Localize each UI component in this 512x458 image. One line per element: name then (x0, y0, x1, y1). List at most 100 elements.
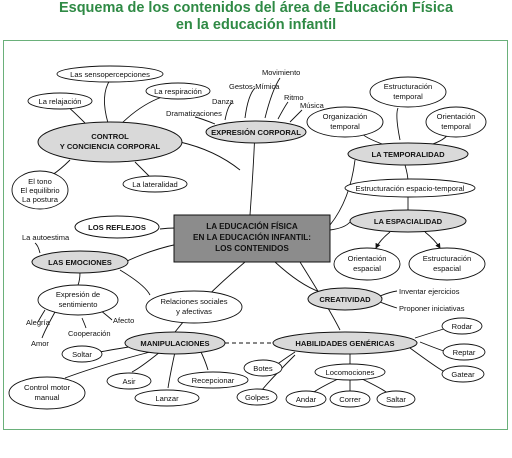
svg-text:temporal: temporal (330, 122, 360, 131)
svg-text:Gatear: Gatear (451, 370, 475, 379)
connector-center-temporalidad (329, 159, 356, 226)
node-control-line-2: Y CONCIENCIA CORPORAL (60, 142, 161, 151)
node-estructuracion-temporal (369, 76, 447, 108)
connector-emociones-autoestima (34, 242, 41, 254)
node-control-motor (8, 376, 86, 410)
node-lanzar (134, 389, 200, 407)
connector-manip-recepcionar (199, 349, 209, 371)
node-habilidades: HABILIDADES GENÉRICAS (272, 331, 418, 355)
connector-creatividad-inventar (379, 290, 398, 297)
svg-text:Estructuración: Estructuración (423, 254, 472, 263)
node-creatividad: CREATIVIDAD (307, 287, 383, 311)
svg-text:Relaciones sociales: Relaciones sociales (160, 297, 227, 306)
svg-text:LOS CONTENIDOS: LOS CONTENIDOS (215, 244, 289, 253)
node-correr (329, 390, 371, 408)
svg-text:Asir: Asir (122, 377, 136, 386)
connector-manip-lanzar (167, 351, 176, 389)
node-relajacion (27, 92, 93, 110)
node-botes (243, 359, 283, 377)
svg-text:LA ESPACIALIDAD: LA ESPACIALIDAD (374, 217, 443, 226)
diagram-title-line-2: en la educación infantil (175, 17, 337, 33)
node-reptar (442, 343, 486, 361)
svg-text:Control motor: Control motor (24, 383, 70, 392)
connector-emociones-relaciones (119, 269, 151, 296)
connector-control-center (179, 141, 241, 171)
node-saltar (376, 390, 416, 408)
connector-control-sensopercepciones (104, 79, 111, 124)
svg-text:Botes: Botes (253, 364, 273, 373)
node-respiracion (145, 82, 211, 100)
connector-expresion-gestos (244, 87, 256, 119)
node-espacio-temporal (344, 178, 476, 198)
svg-text:El equilibrio: El equilibrio (20, 186, 59, 195)
node-manipulaciones: MANIPULACIONES (124, 331, 226, 355)
svg-text:temporal: temporal (393, 92, 423, 101)
connector-expresion-musica (289, 109, 303, 123)
connector-control-relajacion (67, 106, 86, 124)
connector-temporalidad-estructuracion (396, 107, 401, 141)
node-sensopercepciones (56, 65, 164, 83)
label-afecto: Afecto (113, 316, 134, 325)
svg-text:Estructuración espacio-tempora: Estructuración espacio-temporal (356, 184, 465, 193)
label-proponer: Proponer iniciativas (399, 304, 465, 313)
connector-control-respiracion (119, 96, 163, 126)
label-movimiento: Movimiento (262, 68, 300, 77)
svg-text:LAS EMOCIONES: LAS EMOCIONES (48, 258, 112, 267)
node-soltar (61, 345, 103, 363)
label-dramatizaciones: Dramatizaciones (166, 109, 222, 118)
connector-emociones-center (124, 243, 179, 263)
svg-text:Saltar: Saltar (386, 395, 406, 404)
svg-text:EN LA EDUCACIÓN INFANTIL:: EN LA EDUCACIÓN INFANTIL: (193, 231, 311, 242)
svg-text:Andar: Andar (296, 395, 317, 404)
node-recepcionar (177, 371, 249, 389)
svg-text:La respiración: La respiración (154, 87, 202, 96)
node-espacialidad: LA ESPACIALIDAD (349, 209, 467, 233)
connector-espacialidad-orientacion (375, 231, 391, 249)
diagram-frame (3, 40, 508, 430)
svg-text:Expresión de: Expresión de (56, 290, 100, 299)
node-asir (106, 372, 152, 390)
connector-reflejos-center (159, 227, 176, 230)
node-golpes (236, 388, 278, 406)
connector-center-espacialidad (329, 221, 351, 231)
node-andar (285, 390, 327, 408)
connector-hab-gatear (409, 347, 446, 373)
node-orientacion-temporal (425, 106, 487, 138)
connector-expresion-danza (224, 102, 233, 121)
connector-emociones-sentimiento (77, 271, 81, 286)
free-labels: Movimiento Gestos-Mímica Ritmo Danza Mús… (22, 68, 465, 348)
label-autoestima: La autoestima (22, 233, 70, 242)
connector-manip-control (64, 351, 151, 379)
svg-text:Las sensopercepciones: Las sensopercepciones (70, 70, 150, 79)
connectors (34, 77, 449, 396)
svg-text:y afectivas: y afectivas (176, 307, 212, 316)
node-control-line-1: CONTROL (91, 132, 129, 141)
svg-text:espacial: espacial (353, 264, 381, 273)
connector-expresion-dramatizaciones (194, 116, 216, 125)
label-cooperacion: Cooperación (68, 329, 111, 338)
label-amor: Amor (31, 339, 49, 348)
connector-sentimiento-cooperacion (81, 317, 87, 329)
svg-text:espacial: espacial (433, 264, 461, 273)
svg-text:Orientación: Orientación (437, 112, 476, 121)
svg-text:Lanzar: Lanzar (155, 394, 179, 403)
svg-text:Recepcionar: Recepcionar (192, 376, 235, 385)
svg-text:La postura: La postura (22, 195, 59, 204)
connector-hab-golpes (261, 354, 296, 391)
node-locomociones (314, 363, 386, 381)
node-control: CONTROL Y CONCIENCIA CORPORAL (37, 121, 183, 163)
svg-text:La relajación: La relajación (38, 97, 81, 106)
svg-text:LA TEMPORALIDAD: LA TEMPORALIDAD (371, 150, 445, 159)
node-expresion: EXPRESIÓN CORPORAL (205, 120, 307, 144)
svg-text:LA EDUCACIÓN FÍSICA: LA EDUCACIÓN FÍSICA (206, 220, 298, 231)
svg-text:Organización: Organización (323, 112, 368, 121)
svg-text:MANIPULACIONES: MANIPULACIONES (140, 339, 209, 348)
sub-node-labels: Las sensopercepciones La relajación La r… (20, 70, 475, 404)
connector-control-lateralidad (134, 161, 151, 178)
node-estructuracion-espacial (408, 247, 486, 281)
node-orientacion-espacial (333, 247, 401, 281)
label-danza: Danza (212, 97, 235, 106)
diagram-title-line-1: Esquema de los contenidos del área de Ed… (58, 0, 454, 16)
svg-text:El tono: El tono (28, 177, 52, 186)
